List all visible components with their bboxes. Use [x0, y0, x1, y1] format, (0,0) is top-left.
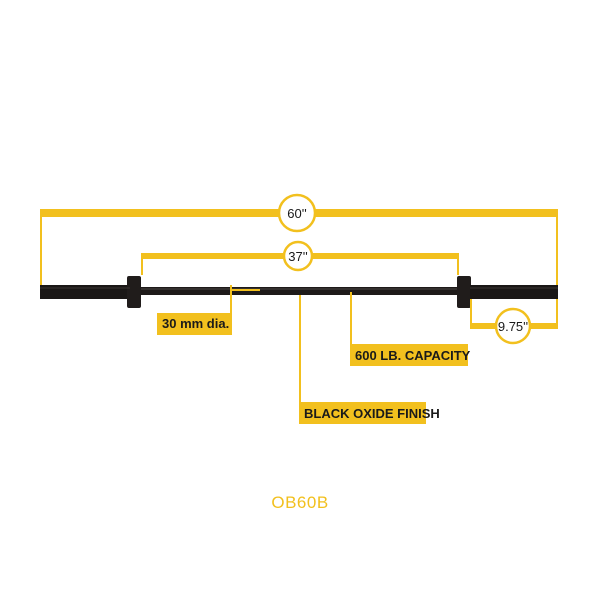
overall-length-label: 60'': [287, 206, 306, 221]
sleeve-length-dimension: 9.75'': [470, 299, 558, 345]
inner-length-label: 37'': [288, 249, 307, 264]
barbell: [40, 276, 558, 308]
right-collar: [457, 276, 471, 308]
right-sleeve: [470, 285, 558, 299]
left-collar: [127, 276, 141, 308]
overall-length-dimension: 60'': [40, 193, 558, 329]
finish-label: BLACK OXIDE FINISH: [304, 406, 440, 421]
left-sleeve: [40, 285, 130, 299]
diameter-label: 30 mm dia.: [162, 316, 229, 331]
shaft: [141, 287, 459, 295]
finish-callout: BLACK OXIDE FINISH: [299, 295, 440, 424]
inner-length-dimension: 37'': [141, 240, 459, 275]
sleeve-length-label: 9.75'': [498, 319, 528, 334]
model-number: OB60B: [271, 493, 329, 512]
capacity-label: 600 LB. CAPACITY: [355, 348, 471, 363]
capacity-callout: 600 LB. CAPACITY: [350, 292, 471, 366]
diameter-callout: 30 mm dia.: [157, 285, 260, 335]
